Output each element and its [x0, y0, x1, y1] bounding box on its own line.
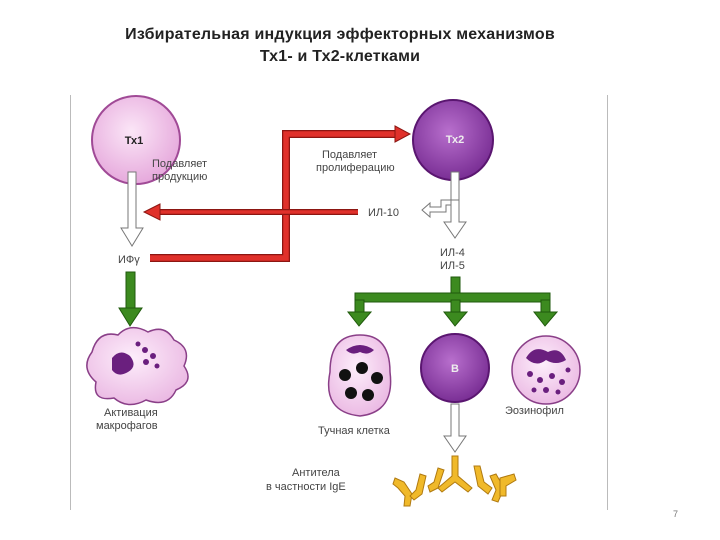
macrophage-label-2: макрофагов	[96, 420, 158, 432]
b-to-antibodies-arrow	[443, 403, 467, 453]
th2-cell: Тх2	[412, 99, 494, 181]
th2-to-il4-arrow	[443, 199, 467, 239]
il5-label: ИЛ-5	[440, 260, 465, 272]
th1-label: Тх1	[125, 135, 144, 147]
th1-cell: Тх1	[91, 95, 181, 185]
diagram-frame	[70, 95, 608, 510]
th1-to-ifn-arrow	[120, 171, 144, 247]
eosinophil-cell	[511, 335, 581, 405]
ifn-label: ИФγ	[118, 254, 140, 266]
mast-cell	[327, 334, 392, 417]
antibodies-group	[392, 455, 517, 507]
suppresses-production-label-1: Подавляет	[152, 158, 207, 170]
page-number: 7	[672, 509, 678, 519]
title-line-2: Тх1- и Тх2-клетками	[259, 48, 421, 65]
th2-label: Тх2	[446, 134, 465, 146]
il10-suppresses-th1-arrow	[142, 203, 358, 221]
suppresses-production-label-2: продукцию	[152, 171, 207, 183]
b-cell-label: B	[451, 363, 459, 375]
il-to-effectors-arrow	[346, 276, 559, 327]
suppresses-proliferation-label-1: Подавляет	[322, 149, 377, 161]
suppresses-proliferation-label-2: пролиферацию	[316, 162, 395, 174]
ifn-suppresses-th2-arrow	[150, 125, 412, 262]
ifn-to-macrophage-arrow	[118, 271, 143, 327]
il10-label: ИЛ-10	[368, 207, 399, 219]
title-line-1: Избирательная индукция эффекторных механ…	[125, 26, 555, 43]
macrophage-cell	[86, 326, 189, 406]
eosinophil-label: Эозинофил	[505, 405, 564, 417]
macrophage-label-1: Активация	[104, 407, 158, 419]
mast-cell-label: Тучная клетка	[318, 425, 391, 437]
il4-label: ИЛ-4	[440, 247, 465, 259]
antibodies-label-2: в частности IgE	[266, 481, 346, 493]
b-cell: B	[420, 333, 490, 403]
antibodies-label-1: Антитела	[292, 467, 341, 479]
